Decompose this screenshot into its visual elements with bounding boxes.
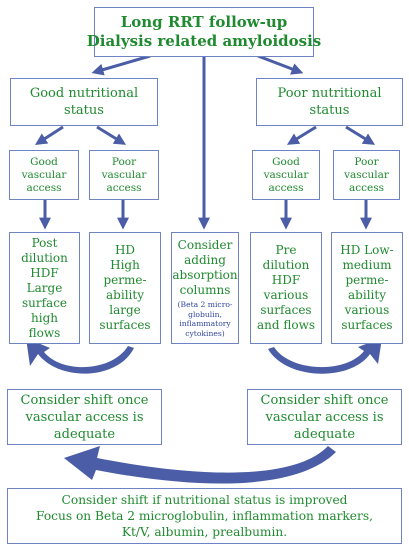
- bottom-line-2: Focus on Beta 2 microglobulin, inflammat…: [36, 509, 373, 523]
- hd-low-line-4: ability: [348, 288, 386, 302]
- post-dilution-line-5: surface: [21, 295, 68, 310]
- absorption-note-line-3: inflammatory: [179, 319, 231, 328]
- curved-arrow-bottom: [64, 446, 336, 484]
- pre-dilution-line-6: and flows: [256, 318, 316, 332]
- hd-low-line-2: medium: [342, 258, 392, 272]
- shift-left-line-1: Consider shift once: [20, 392, 149, 408]
- arrow-top-to-good-nutrition: [91, 54, 151, 76]
- post-dilution-line-4: Large: [26, 280, 63, 295]
- shift-right-box: Consider shift once vascular access is a…: [247, 389, 402, 445]
- hd-low-line-5: various: [344, 303, 390, 317]
- bottom-line-3: Kt/V, albumin, prealbumin.: [121, 525, 288, 539]
- poor-nutrition-box: Poor nutritional status: [256, 78, 403, 126]
- top-box: Long RRT follow-up Dialysis related amyl…: [87, 7, 321, 57]
- bottom-box: Consider shift if nutritional status is …: [7, 488, 402, 544]
- good-access-right-line-2: vascular: [263, 168, 309, 181]
- good-nutrition-line-1: Good nutritional: [29, 86, 139, 101]
- absorption-note-line-4: cytokines): [185, 328, 225, 338]
- good-access-left-box: Good vascular access: [9, 150, 79, 200]
- poor-access-left-box: Poor vascular access: [89, 150, 159, 200]
- poor-access-left-line-1: Poor: [111, 155, 137, 168]
- hd-high-box: HD High perme- ability large surfaces: [89, 232, 161, 344]
- good-nutrition-line-2: status: [64, 103, 104, 118]
- shift-left-line-3: adequate: [53, 426, 116, 442]
- hd-high-line-2: High: [110, 258, 140, 272]
- hd-low-box: HD Low- medium perme- ability various su…: [331, 232, 403, 344]
- absorption-line-1: Consider: [177, 238, 233, 252]
- hd-low-line-6: surfaces: [341, 318, 393, 332]
- post-dilution-line-2: dilution: [21, 250, 68, 265]
- arrow-top-to-poor-nutrition: [257, 54, 304, 75]
- shift-right-line-1: Consider shift once: [260, 392, 389, 408]
- hd-high-line-5: large: [109, 303, 141, 317]
- poor-access-right-line-3: access: [348, 181, 384, 194]
- hd-high-line-3: perme-: [103, 273, 147, 287]
- post-dilution-line-3: HDF: [30, 265, 59, 280]
- good-access-right-line-3: access: [268, 181, 304, 194]
- top-line-2: Dialysis related amyloidosis: [86, 32, 322, 50]
- good-nutrition-box: Good nutritional status: [10, 78, 158, 126]
- poor-access-right-line-2: vascular: [344, 168, 389, 181]
- poor-access-right-line-1: Poor: [354, 155, 379, 168]
- curved-arrow-right: [268, 338, 382, 374]
- hd-low-line-3: perme-: [345, 273, 389, 287]
- pre-dilution-line-3: HDF: [271, 273, 301, 287]
- poor-access-right-box: Poor vascular access: [333, 150, 400, 200]
- shift-left-box: Consider shift once vascular access is a…: [7, 389, 162, 445]
- good-access-right-line-1: Good: [272, 155, 300, 168]
- poor-access-left-line-2: vascular: [101, 168, 147, 181]
- poor-access-left-line-3: access: [106, 181, 142, 194]
- good-access-right-box: Good vascular access: [252, 150, 320, 200]
- good-access-left-line-2: vascular: [21, 168, 67, 181]
- bottom-line-1: Consider shift if nutritional status is …: [61, 493, 348, 507]
- poor-nutrition-line-1: Poor nutritional: [277, 86, 382, 101]
- pre-dilution-box: Pre dilution HDF various surfaces and fl…: [250, 232, 322, 344]
- absorption-box: Consider adding absorption columns (Beta…: [171, 232, 239, 344]
- hd-high-line-4: ability: [106, 288, 144, 302]
- hd-high-line-1: HD: [114, 243, 136, 257]
- arrow-poor-nutrition-to-good-access: [286, 125, 317, 145]
- arrow-poor-nutrition-to-poor-access: [345, 125, 376, 145]
- absorption-line-2: adding: [184, 253, 226, 267]
- shift-right-line-3: adequate: [293, 426, 356, 442]
- arrow-good-nutrition-to-good-access: [34, 125, 64, 145]
- arrow-good-nutrition-to-poor-access: [96, 125, 127, 145]
- absorption-note-line-1: (Beta 2 micro-: [177, 300, 233, 309]
- pre-dilution-line-2: dilution: [262, 258, 310, 272]
- pre-dilution-line-4: various: [263, 288, 309, 302]
- hd-low-line-1: HD Low-: [340, 243, 394, 257]
- good-access-left-line-1: Good: [30, 155, 58, 168]
- post-dilution-line-6: high: [31, 310, 58, 325]
- absorption-line-4: columns: [179, 283, 231, 297]
- top-line-1: Long RRT follow-up: [120, 13, 288, 31]
- pre-dilution-line-1: Pre: [275, 243, 297, 257]
- good-access-left-line-3: access: [26, 181, 62, 194]
- shift-left-line-2: vascular access is: [25, 409, 144, 425]
- hd-high-line-6: surfaces: [99, 318, 151, 332]
- pre-dilution-line-5: surfaces: [260, 303, 312, 317]
- post-dilution-box: Post dilution HDF Large surface high flo…: [9, 232, 80, 344]
- post-dilution-line-1: Post: [31, 235, 58, 250]
- post-dilution-line-7: flows: [28, 325, 61, 340]
- absorption-line-3: absorption: [172, 268, 238, 282]
- shift-right-line-2: vascular access is: [265, 409, 384, 425]
- absorption-note-line-2: globulin,: [188, 309, 222, 319]
- poor-nutrition-line-2: status: [309, 103, 350, 118]
- curved-arrow-left: [26, 338, 134, 374]
